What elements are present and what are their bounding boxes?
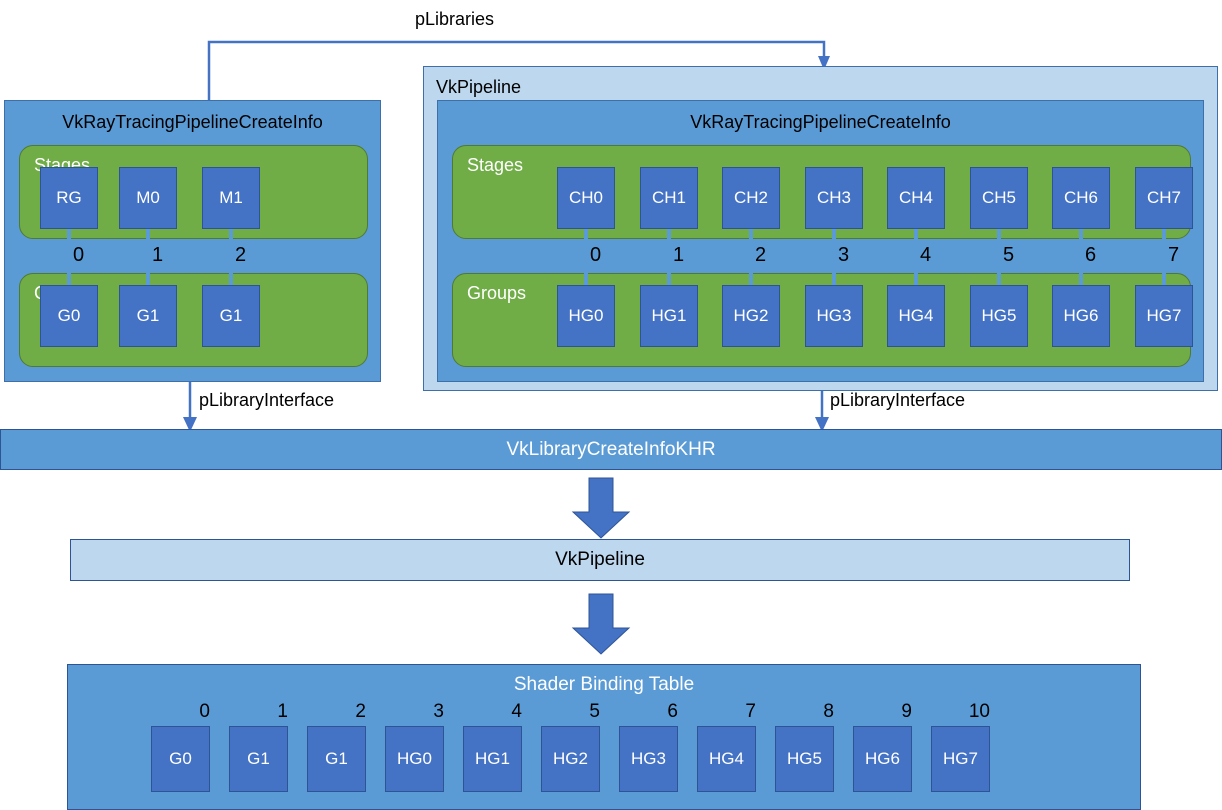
left-connector-index-1: 1 [152, 244, 164, 266]
left-create-info-title: VkRayTracingPipelineCreateInfo [62, 112, 323, 132]
right-stage-chip-7: CH7 [1135, 167, 1193, 229]
sbt-index-6: 6 [667, 701, 678, 722]
sbt-cell-6: HG3 [619, 726, 678, 792]
right-connector-index-5: 5 [1003, 244, 1015, 266]
left-group-chip-1: G1 [119, 285, 177, 347]
sbt-cell-2: G1 [307, 726, 366, 792]
left-stage-chip-0: RG [40, 167, 98, 229]
right-connector-index-3: 3 [838, 244, 850, 266]
sbt-index-3: 3 [433, 701, 444, 722]
right-create-info-panel: VkRayTracingPipelineCreateInfo Stages Gr… [437, 100, 1204, 382]
right-connector-4 [914, 217, 918, 297]
left-connector-index-0: 0 [73, 244, 85, 266]
sbt-cell-0: G0 [151, 726, 210, 792]
right-connector-0 [584, 217, 588, 297]
sbt-index-9: 9 [901, 701, 912, 722]
right-group-chip-2: HG2 [722, 285, 780, 347]
right-group-chip-3: HG3 [805, 285, 863, 347]
right-connector-1 [667, 217, 671, 297]
right-connector-3 [832, 217, 836, 297]
right-connector-5 [997, 217, 1001, 297]
right-connector-index-7: 7 [1168, 244, 1180, 266]
arrow-to-vkpipeline [571, 477, 631, 539]
plibrary-interface-left-label: pLibraryInterface [199, 390, 335, 410]
right-group-chip-1: HG1 [640, 285, 698, 347]
sbt-cell-7: HG4 [697, 726, 756, 792]
right-group-chip-5: HG5 [970, 285, 1028, 347]
vkpipeline-container-label: VkPipeline [436, 77, 522, 97]
left-connector-index-2: 2 [235, 244, 247, 266]
right-stage-chip-3: CH3 [805, 167, 863, 229]
left-connector-2 [229, 217, 233, 297]
right-stage-chip-4: CH4 [887, 167, 945, 229]
result-vkpipeline-bar: VkPipeline [70, 539, 1130, 581]
right-connector-7 [1162, 217, 1166, 297]
right-group-chip-4: HG4 [887, 285, 945, 347]
right-connector-index-4: 4 [920, 244, 932, 266]
right-group-chip-7: HG7 [1135, 285, 1193, 347]
sbt-index-0: 0 [199, 701, 210, 722]
right-stage-chip-1: CH1 [640, 167, 698, 229]
sbt-cell-8: HG5 [775, 726, 834, 792]
left-stage-chip-2: M1 [202, 167, 260, 229]
sbt-index-7: 7 [745, 701, 756, 722]
left-group-chip-0: G0 [40, 285, 98, 347]
right-groups-label: Groups [467, 283, 527, 303]
plibrary-interface-left-connector [183, 382, 197, 432]
sbt-index-5: 5 [589, 701, 600, 722]
sbt-index-10: 10 [968, 701, 990, 722]
sbt-cell-3: HG0 [385, 726, 444, 792]
right-connector-6 [1079, 217, 1083, 297]
plibraries-label: pLibraries [415, 9, 495, 29]
right-connector-index-1: 1 [673, 244, 685, 266]
right-stage-chip-0: CH0 [557, 167, 615, 229]
right-connector-2 [749, 217, 753, 297]
sbt-index-8: 8 [823, 701, 834, 722]
left-create-info-panel: VkRayTracingPipelineCreateInfo Stages Gr… [4, 100, 381, 382]
sbt-cell-5: HG2 [541, 726, 600, 792]
sbt-index-1: 1 [277, 701, 288, 722]
left-group-chip-2: G1 [202, 285, 260, 347]
right-connector-index-0: 0 [590, 244, 602, 266]
arrow-to-shader-binding-table [571, 593, 631, 655]
left-connector-0 [67, 217, 71, 297]
library-create-info-bar: VkLibraryCreateInfoKHR [0, 429, 1222, 470]
right-connector-index-6: 6 [1085, 244, 1097, 266]
right-stage-chip-2: CH2 [722, 167, 780, 229]
sbt-cell-4: HG1 [463, 726, 522, 792]
left-stage-chip-1: M0 [119, 167, 177, 229]
plibrary-interface-right-label: pLibraryInterface [830, 390, 966, 410]
right-group-chip-0: HG0 [557, 285, 615, 347]
right-stage-chip-6: CH6 [1052, 167, 1110, 229]
right-stage-chip-5: CH5 [970, 167, 1028, 229]
sbt-index-4: 4 [511, 701, 522, 722]
sbt-cell-9: HG6 [853, 726, 912, 792]
right-group-chip-6: HG6 [1052, 285, 1110, 347]
left-connector-1 [146, 217, 150, 297]
sbt-cell-10: HG7 [931, 726, 990, 792]
shader-binding-table-title: Shader Binding Table [513, 674, 695, 695]
shader-binding-table: Shader Binding Table 0 1 2 3 4 5 6 7 8 9… [67, 664, 1141, 810]
right-create-info-title: VkRayTracingPipelineCreateInfo [690, 112, 951, 132]
sbt-cell-1: G1 [229, 726, 288, 792]
right-connector-index-2: 2 [755, 244, 767, 266]
right-stages-label: Stages [467, 155, 524, 175]
sbt-index-2: 2 [355, 701, 366, 722]
